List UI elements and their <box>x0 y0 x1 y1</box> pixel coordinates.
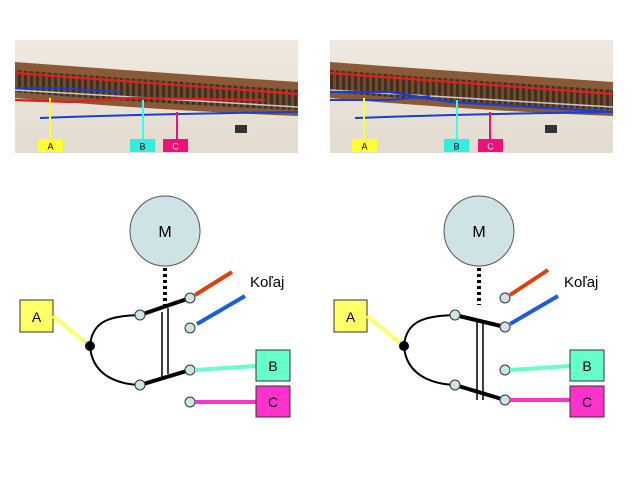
terminal <box>499 394 511 406</box>
photo-tag-c <box>478 139 503 152</box>
blue-wire-overlay <box>354 111 614 119</box>
diagram-left: M A Koľaj B C <box>19 195 291 418</box>
motor-circle <box>443 195 515 267</box>
contact-arc-upper <box>89 314 141 347</box>
terminal <box>134 379 146 391</box>
box-c <box>255 385 291 418</box>
terminal <box>184 396 196 408</box>
photo-tag-a <box>352 139 377 152</box>
box-c-label: C <box>268 394 278 410</box>
contact-arc-lower <box>89 345 141 386</box>
contact-arc-upper <box>403 314 456 347</box>
track-wire-red <box>508 268 550 297</box>
track-label: Koľaj <box>250 274 284 291</box>
box-b <box>255 349 291 382</box>
blue-wire-overlay <box>15 87 121 93</box>
track-label: Koľaj <box>564 274 598 291</box>
box-c-label: C <box>582 394 592 410</box>
box-a-label: A <box>346 309 356 325</box>
photo-tag-c-label: C <box>172 142 179 152</box>
box-b <box>569 349 605 382</box>
terminal <box>499 292 511 304</box>
diagram-right: M A Koľaj B C <box>333 195 605 418</box>
lever-upper <box>139 296 191 317</box>
red-wire-overlay <box>14 71 299 96</box>
wire-a <box>365 314 406 348</box>
box-c <box>569 385 605 418</box>
photo-tag-b-label: B <box>139 142 145 152</box>
box-b-label: B <box>582 358 591 374</box>
motor-circle <box>129 195 201 267</box>
blue-wire-overlay <box>330 95 431 101</box>
wire-a <box>51 314 92 348</box>
box-a-label: A <box>32 309 42 325</box>
red-wire-overlay <box>329 71 614 96</box>
lever-lower <box>454 383 506 402</box>
photo-left: A B C <box>14 40 299 153</box>
photo-tag-a-label: A <box>47 142 53 152</box>
photo-tag-c <box>163 139 188 152</box>
photo-right: A B C <box>329 40 614 153</box>
blue-wire-overlay <box>39 111 299 119</box>
photo-tag-a <box>38 139 63 152</box>
lever-lower <box>139 368 191 387</box>
switch-motor-housing <box>235 125 247 133</box>
track-sleepers <box>330 70 613 110</box>
wire-b <box>194 364 257 372</box>
motor-label: M <box>472 224 485 241</box>
track-wire-red <box>193 270 234 297</box>
photo-tag-b-label: B <box>453 142 459 152</box>
terminal <box>134 309 146 321</box>
photo-tag-a-label: A <box>361 142 367 152</box>
terminal <box>449 309 461 321</box>
wire-b <box>509 364 571 372</box>
track-wire-blue <box>508 294 560 326</box>
motor-label: M <box>158 224 171 241</box>
terminal <box>499 364 511 376</box>
terminal <box>499 321 511 333</box>
photo-tag-b <box>130 139 155 152</box>
box-a <box>19 299 54 333</box>
lever-upper <box>454 313 506 329</box>
photo-tag-c-label: C <box>487 142 494 152</box>
terminal <box>184 292 196 304</box>
terminal <box>184 364 196 376</box>
box-b-label: B <box>268 358 277 374</box>
photo-tag-b <box>444 139 469 152</box>
track-wire-blue <box>195 294 247 326</box>
terminal <box>449 379 461 391</box>
switch-motor-housing <box>545 125 557 133</box>
contact-arc-lower <box>403 345 456 386</box>
red-wire-overlay <box>14 96 266 104</box>
terminal <box>184 322 196 334</box>
